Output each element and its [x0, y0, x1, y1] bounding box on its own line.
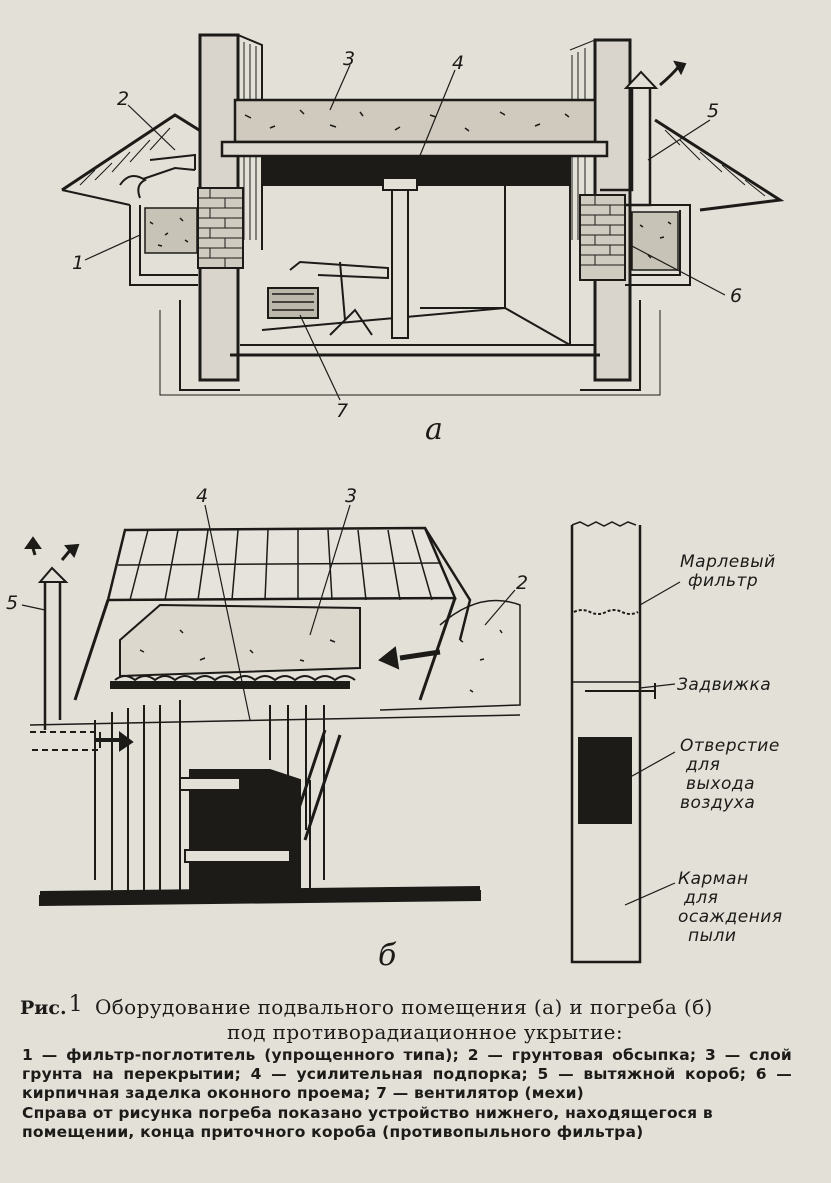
callout-a-5: 5: [707, 100, 720, 122]
caption-legend: 1 — фильтр-поглотитель (упрощенного типа…: [22, 1046, 792, 1102]
label-gauze-filter: Марлевый фильтр: [680, 552, 776, 591]
caption-note: Справа от рисунка погреба показано устро…: [22, 1104, 713, 1141]
callout-a-6: 6: [730, 285, 743, 307]
callout-a-3: 3: [343, 48, 356, 70]
figure-caption: Рис.1 Оборудование подвального помещения…: [20, 992, 810, 1045]
basement-shelter-drawing: [61, 33, 785, 401]
callout-a-1: 1: [72, 252, 85, 274]
callout-b-2: 2: [516, 572, 529, 594]
figure-a-letter: а: [425, 412, 443, 447]
caption-title-line2: под противорадиационное укрытие:: [226, 1020, 624, 1044]
callout-a-2: 2: [117, 88, 130, 110]
label-air-outlet: Отверстие для выхода воздуха: [680, 736, 780, 813]
caption-prefix: Рис.: [20, 997, 67, 1019]
callout-b-5: 5: [6, 592, 19, 614]
caption-number: 1: [68, 992, 83, 1017]
callout-a-4: 4: [452, 52, 465, 74]
callout-a-7: 7: [336, 400, 349, 422]
figure-b-letter: б: [378, 938, 397, 973]
label-dust-pocket: Карман для осаждения пыли: [678, 869, 783, 946]
label-damper: Задвижка: [677, 675, 772, 695]
callout-b-4: 4: [196, 485, 209, 507]
caption-title-line1: Оборудование подвального помещения (а) и…: [94, 995, 713, 1019]
dust-filter-box: [570, 521, 681, 964]
callout-b-3: 3: [345, 485, 358, 507]
cellar-shelter-drawing: [21, 504, 681, 964]
